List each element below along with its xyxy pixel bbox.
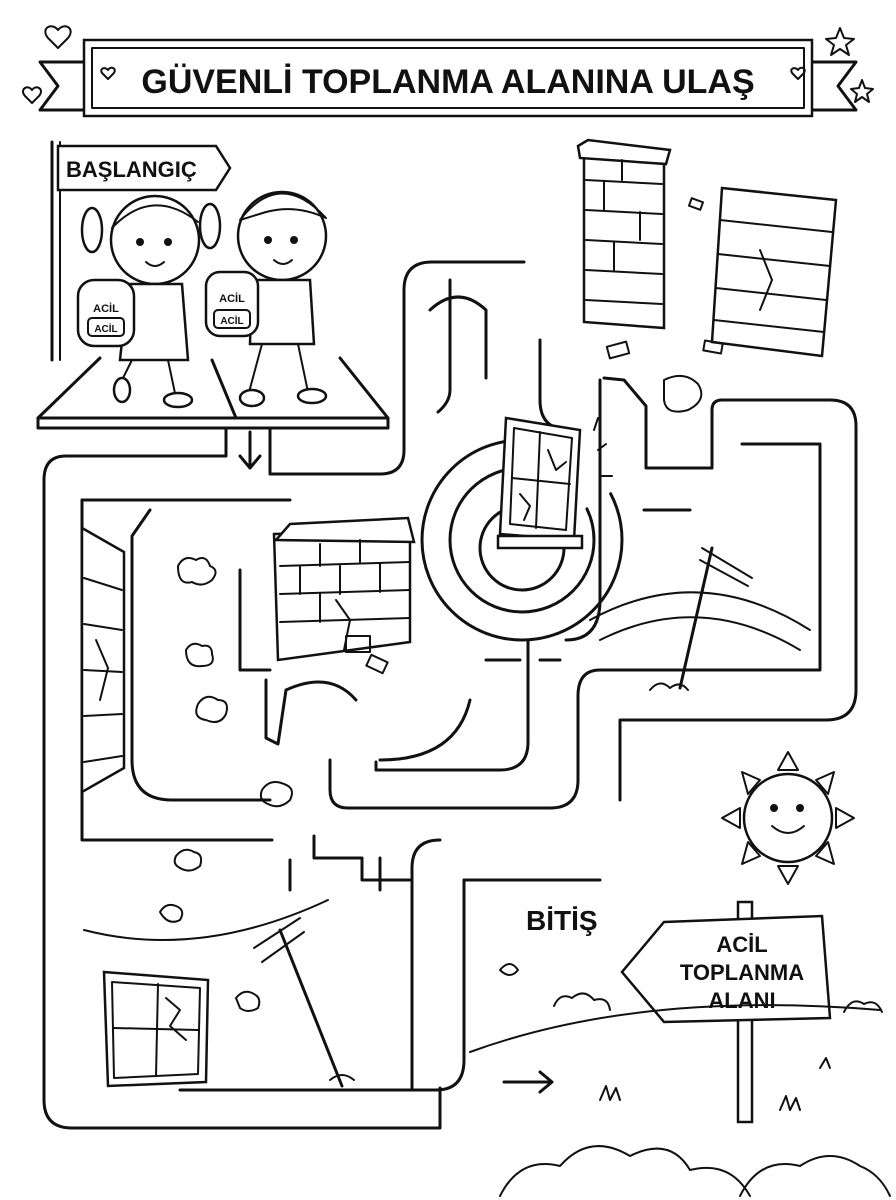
finish-label: BİTİŞ	[526, 905, 598, 936]
broken-window	[496, 416, 613, 550]
grassy-hill	[469, 963, 891, 1197]
start-sign-label: BAŞLANGIÇ	[66, 157, 197, 182]
boy-backpack-pocket-label: ACİL	[220, 314, 243, 327]
assembly-sign-line1: ACİL	[716, 932, 767, 957]
banner-title: GÜVENLİ TOPLANMA ALANINA ULAŞ	[141, 63, 754, 101]
arrow-right-icon	[502, 1070, 554, 1094]
crumbling-brick-wall	[576, 138, 838, 413]
heart-icon	[22, 25, 806, 104]
broken-window-lower	[102, 970, 210, 1088]
fallen-power-pole	[83, 899, 355, 1088]
sun-icon	[721, 751, 855, 885]
assembly-sign-line3: ALANI	[708, 988, 775, 1013]
star-icon	[825, 27, 874, 103]
assembly-area-sign: ACİL TOPLANMA ALANI	[620, 900, 832, 1124]
girl-figure: ACİL ACİL	[76, 194, 222, 409]
title-banner: GÜVENLİ TOPLANMA ALANINA ULAŞ	[38, 38, 858, 118]
sidewalk	[36, 356, 390, 430]
start-sign: BAŞLANGIÇ	[50, 140, 232, 362]
girl-backpack-pocket-label: ACİL	[94, 322, 117, 335]
girl-backpack-label: ACİL	[93, 302, 119, 315]
boy-figure: ACİL ACİL	[204, 190, 328, 408]
dust-clouds	[159, 557, 293, 1012]
boy-backpack-label: ACİL	[219, 292, 245, 305]
arrow-down-icon	[238, 430, 262, 470]
leaning-power-pole	[589, 546, 811, 691]
maze-paths	[42, 260, 858, 1130]
cracked-brick-wall	[272, 516, 416, 675]
side-brick-wall	[80, 525, 126, 795]
assembly-sign-line2: TOPLANMA	[680, 960, 804, 985]
